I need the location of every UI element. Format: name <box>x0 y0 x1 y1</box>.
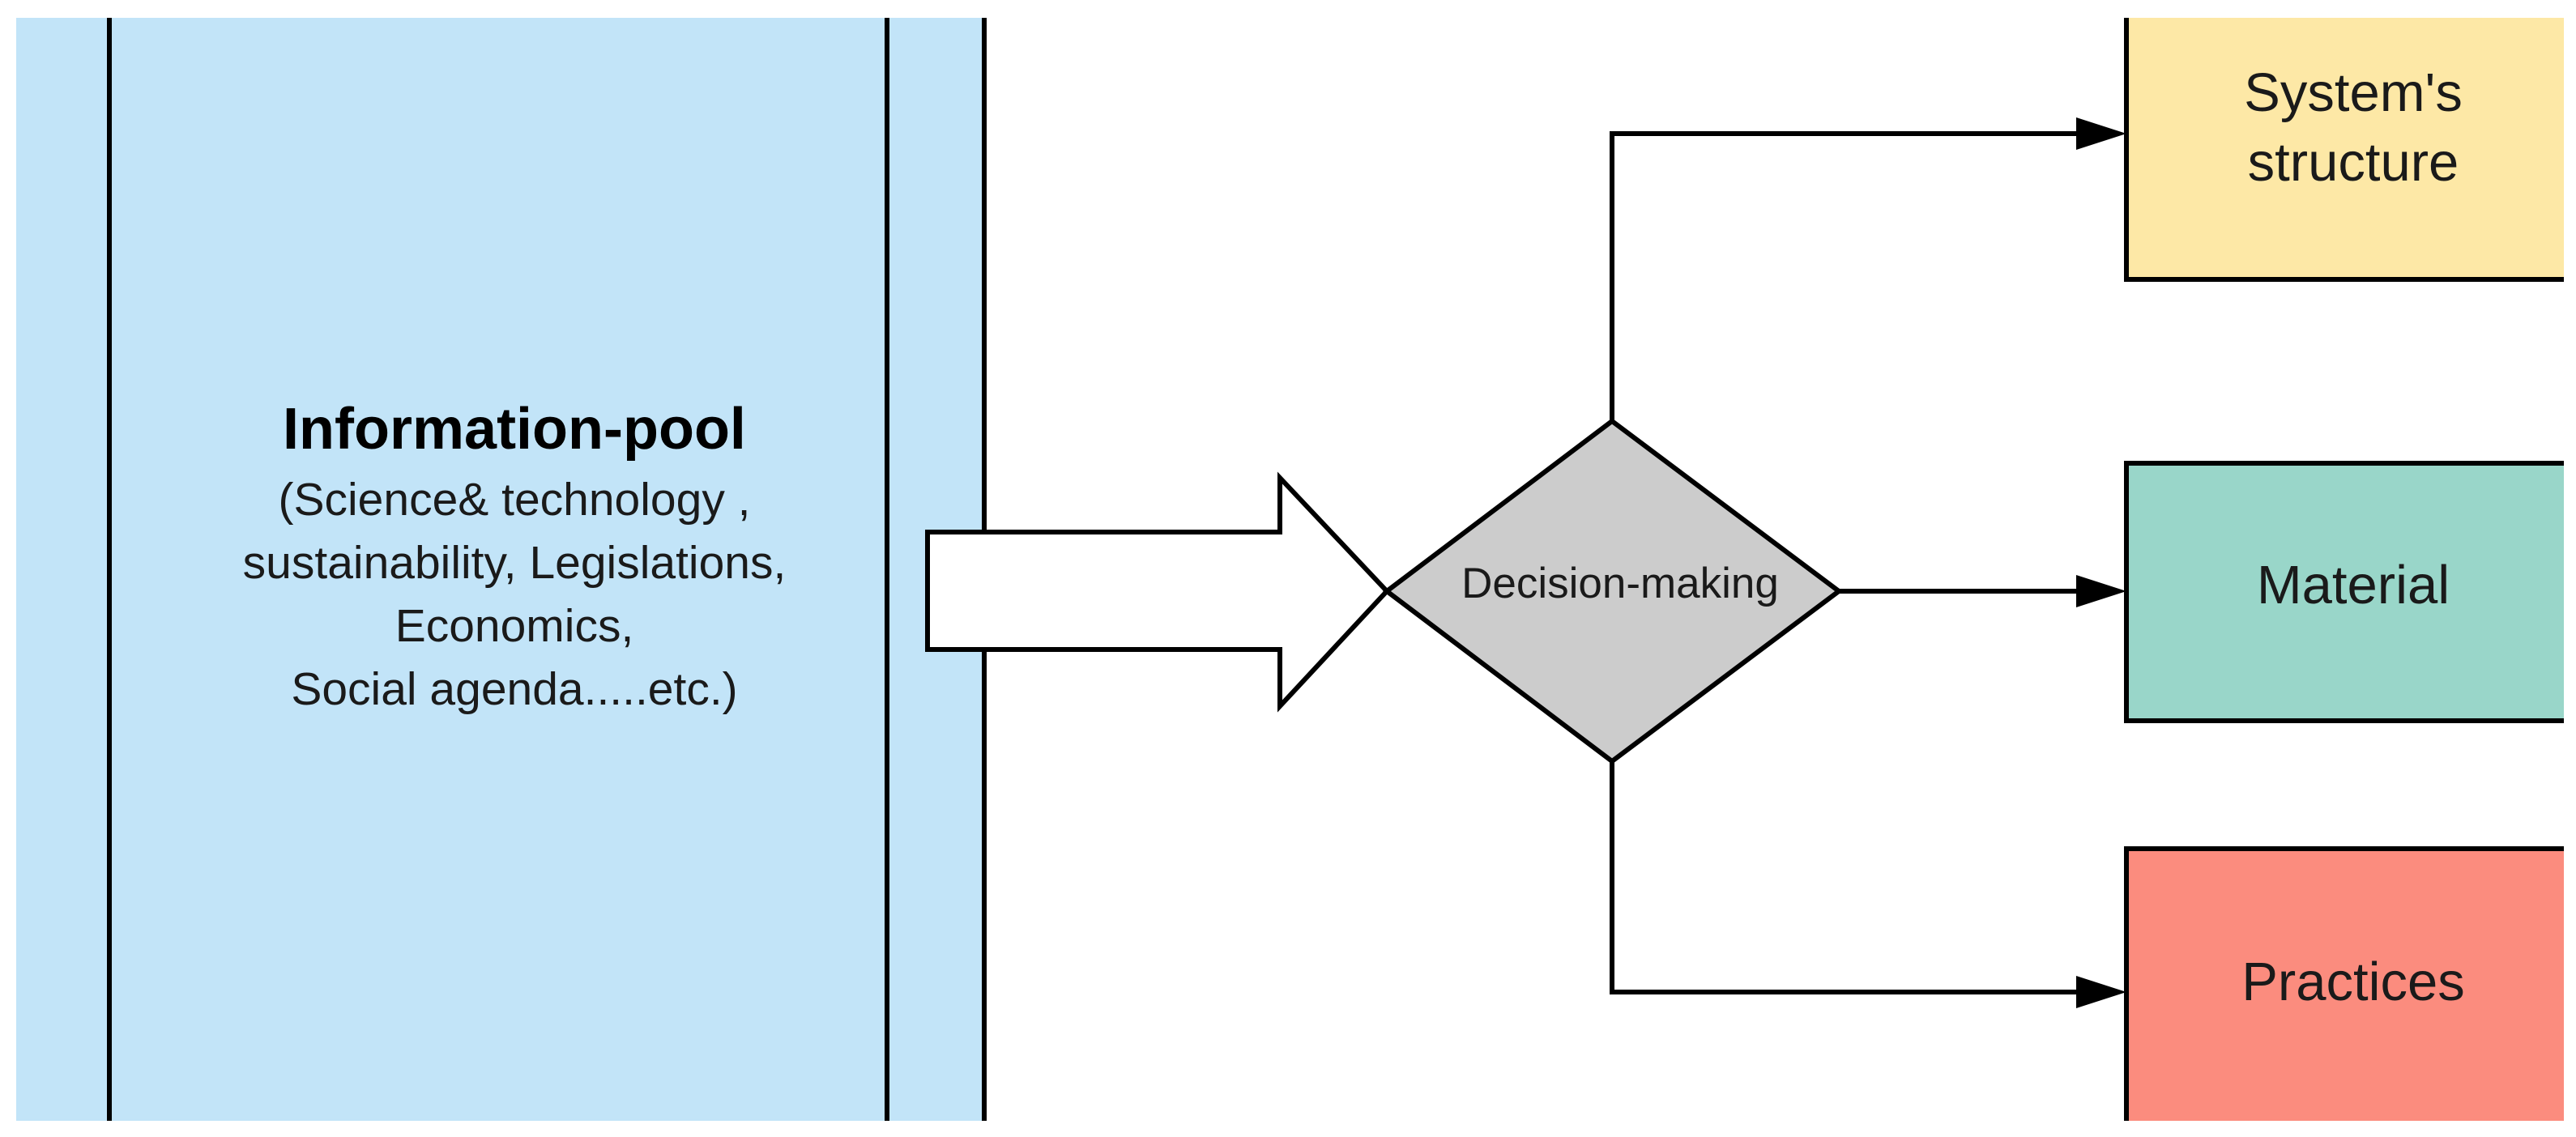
structure-box-border <box>2124 18 2564 282</box>
information-pool-line: sustainability, Legislations, <box>242 537 787 589</box>
structure-box-fill <box>2126 18 2564 279</box>
practices-box-border <box>2124 846 2564 1121</box>
input-block-arrow <box>925 471 1391 713</box>
practices-label: Practices <box>2241 952 2465 1012</box>
decision-label: Decision-making <box>1461 560 1779 607</box>
connector-to-structure <box>1610 131 2078 421</box>
material-label: Material <box>2256 555 2450 615</box>
material-box-border <box>2124 461 2564 723</box>
connector-to-practices <box>1610 761 2078 994</box>
information-pool-title: Information-pool <box>283 397 746 462</box>
information-pool-panel <box>16 18 984 1121</box>
structure-label: System's structure <box>2244 62 2463 193</box>
information-pool-line: Social agenda.....etc.) <box>291 663 738 715</box>
information-pool-line: (Science& technology , <box>278 474 751 526</box>
arrowhead-to-structure <box>2076 117 2126 150</box>
information-pool-description: (Science& technology , sustainability, L… <box>109 468 919 721</box>
practices-box <box>2126 849 2564 1121</box>
arrowhead-to-material <box>2076 575 2126 607</box>
arrowhead-to-practices <box>2076 976 2126 1008</box>
material-box <box>2126 463 2564 721</box>
information-pool-line: Economics, <box>395 600 634 652</box>
